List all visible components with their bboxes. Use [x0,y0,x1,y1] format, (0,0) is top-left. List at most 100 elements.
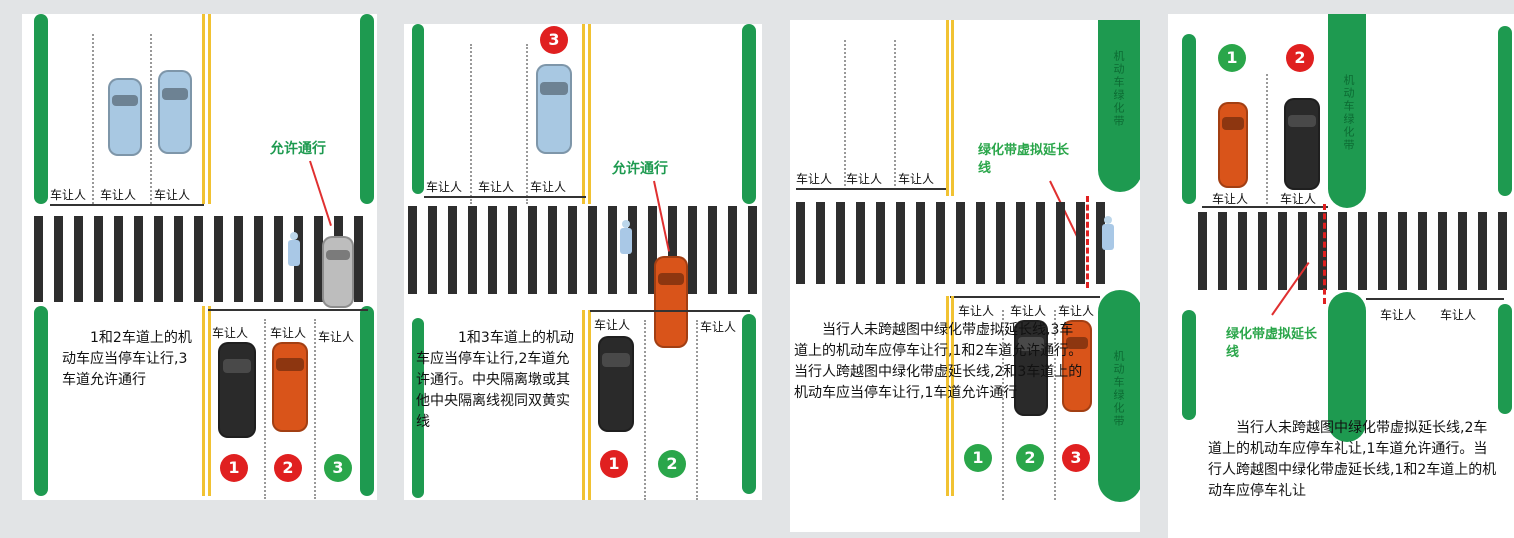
center-line [208,306,211,496]
lane-divider [644,320,646,500]
yield-label: 车让人 [1010,304,1047,318]
panel-3: 机动车绿化带 机动车绿化带 车让人 车让人 车让人 绿化带虚拟延长线 车让人 车… [790,20,1140,532]
yield-label: 车让人 [700,320,737,334]
green-belt-center-bottom [1328,292,1366,442]
lane-badge: 2 [1016,444,1044,472]
car-gray [322,236,354,308]
center-line [946,296,949,496]
yield-label: 车让人 [270,326,307,340]
green-belt-top-right [360,14,374,204]
panel-2: 3 车让人 车让人 车让人 允许通行 车让人 车让人 1 2 1和3车道上的机动… [404,24,762,500]
car-orange [1062,320,1092,412]
lane-divider [150,34,152,204]
allow-pass-label: 允许通行 [612,161,668,177]
lane-badge: 3 [1062,444,1090,472]
stop-line [50,204,204,206]
green-belt-top-right [1498,26,1512,196]
car-blue [108,78,142,156]
center-line [582,310,585,500]
car-dark [1284,98,1320,190]
lane-divider [1002,310,1004,500]
pedestrian [618,220,634,254]
green-belt-top-left [34,14,48,204]
panel-1: 车让人 车让人 车让人 允许通行 车让人 车让人 车让人 1 2 3 1和2车道… [22,14,377,500]
yield-label: 车让人 [1212,192,1249,206]
allow-pass-label: 允许通行 [270,141,326,157]
green-belt-label: 机动车绿化带 [1112,350,1125,428]
yield-label: 车让人 [1380,308,1417,322]
green-ext-label: 绿化带虚拟延长线 [1226,327,1318,360]
green-belt-top-left [1182,34,1196,204]
center-line [202,306,205,496]
lane-divider [264,319,266,499]
crosswalk [404,206,762,294]
car-orange [654,256,688,348]
panel-4: 机动车绿化带 1 2 车让人 车让人 车让人 车让人 绿化带虚拟延长线 当行人未… [1168,14,1514,538]
pedestrian [286,232,302,266]
panel-description: 当行人未跨越图中绿化带虚拟延长线,2车道上的机动车应停车礼让,1车道允许通行。当… [1208,420,1497,499]
lane-divider [894,40,896,190]
lane-divider [92,34,94,204]
lane-divider [470,44,472,204]
yield-label: 车让人 [1440,308,1477,322]
yield-label: 车让人 [212,326,249,340]
stop-line [796,188,946,190]
crosswalk [790,202,1110,284]
lane-badge: 1 [600,450,628,478]
car-dark [1014,320,1048,416]
virtual-extension-line [1323,204,1326,304]
yield-label: 车让人 [50,188,87,202]
lane-badge: 1 [220,454,248,482]
center-line [582,24,585,204]
green-belt-label: 机动车绿化带 [1112,50,1125,128]
green-belt-bottom [1098,290,1140,502]
lane-divider [1054,310,1056,500]
yield-label: 车让人 [478,180,515,194]
yield-label: 车让人 [898,172,935,186]
green-belt-top-right [742,24,756,204]
center-line [588,310,591,500]
yield-label: 车让人 [426,180,463,194]
stop-line [1202,206,1328,208]
yield-label: 车让人 [958,304,995,318]
center-line [951,20,954,196]
crosswalk [1194,212,1514,290]
green-ext-label: 绿化带虚拟延长线 [978,143,1070,176]
stop-line [424,196,586,198]
green-belt-center-top [1328,14,1366,208]
lane-badge: 1 [1218,44,1246,72]
lane-divider [696,320,698,500]
yield-label: 车让人 [154,188,191,202]
yield-label: 车让人 [594,318,631,332]
yield-label: 车让人 [318,330,355,344]
green-belt-bottom-left [1182,310,1196,420]
stop-line [208,309,368,311]
car-orange [1218,102,1248,188]
yield-label: 车让人 [100,188,137,202]
yield-label: 车让人 [1280,192,1317,206]
lane-divider [844,40,846,190]
green-belt-bottom-left [34,306,48,496]
center-line [202,14,205,204]
lane-badge: 2 [1286,44,1314,72]
center-line [208,14,211,204]
stop-line [590,310,750,312]
lane-badge: 1 [964,444,992,472]
lane-badge: 2 [658,450,686,478]
center-line [588,24,591,204]
center-line [951,296,954,496]
yield-label: 车让人 [530,180,567,194]
car-blue [158,70,192,154]
panel-description: 1和2车道上的机动车应当停车让行,3车道允许通行 [62,330,192,388]
yield-label: 车让人 [796,172,833,186]
green-belt-bottom-left [412,318,424,498]
green-belt-label: 机动车绿化带 [1342,74,1355,152]
green-belt-top-left [412,24,424,194]
yield-label: 车让人 [846,172,883,186]
car-orange [272,342,308,432]
lane-badge: 2 [274,454,302,482]
stop-line [950,296,1100,298]
stop-line [1366,298,1504,300]
lane-divider [314,319,316,499]
lane-badge: 3 [540,26,568,54]
